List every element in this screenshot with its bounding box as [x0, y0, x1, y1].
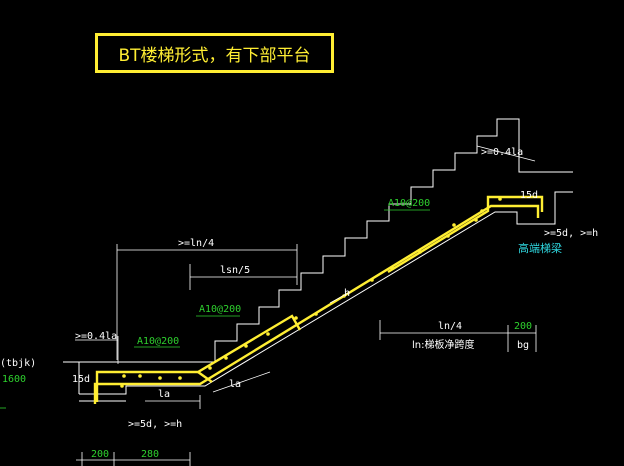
- rebar-top-label: A10@200: [388, 198, 430, 209]
- ln-quarter-top-label: >=ln/4: [178, 238, 214, 249]
- rebar-dots: [120, 197, 502, 388]
- dimension-lines: [75, 145, 537, 466]
- bottom-hook-label: >=5d, >=h: [128, 419, 182, 430]
- bottom-main-rebar: [93, 204, 540, 404]
- high-beam-label: 高端梯梁: [518, 241, 562, 255]
- top-hook-label: >=5d, >=h: [544, 228, 598, 239]
- left-15d-label: 15d: [72, 374, 90, 385]
- la-upper-label: la: [229, 379, 241, 390]
- stair-top-profile: [63, 118, 573, 363]
- la-lower-label: la: [158, 389, 170, 400]
- dim-200-bottom-label: 200: [91, 449, 109, 460]
- tbjk-label: (tbjk): [0, 358, 36, 369]
- ln-span-label: ln:梯板净跨度: [412, 338, 475, 351]
- h-mark-label: h: [344, 288, 350, 299]
- top-anchor-label: >=0.4la: [481, 147, 523, 158]
- lower-hook: [197, 371, 213, 383]
- left-anchor-label: >=0.4la: [75, 331, 117, 342]
- ln-quarter-right-label: ln/4: [438, 321, 462, 332]
- val-1600-label: 1600: [2, 374, 26, 385]
- drawing-title: BT楼梯形式，有下部平台: [95, 33, 334, 73]
- top-rebar-upper: [387, 195, 544, 274]
- top-rebar-lower: [95, 314, 302, 402]
- bg-label: bg: [517, 340, 529, 351]
- rebar-lines: [93, 195, 544, 404]
- rebar-mid-label: A10@200: [199, 304, 241, 315]
- dim-280-bottom-label: 280: [141, 449, 159, 460]
- lsn5-label: lsn/5: [220, 265, 250, 276]
- stair-soffit: [79, 191, 573, 395]
- leader-lines: [0, 209, 430, 409]
- dim-200-right-label: 200: [514, 321, 532, 332]
- rebar-left-label: A10@200: [137, 336, 179, 347]
- concrete-outline: [63, 118, 573, 402]
- top-15d-label: 15d: [520, 190, 538, 201]
